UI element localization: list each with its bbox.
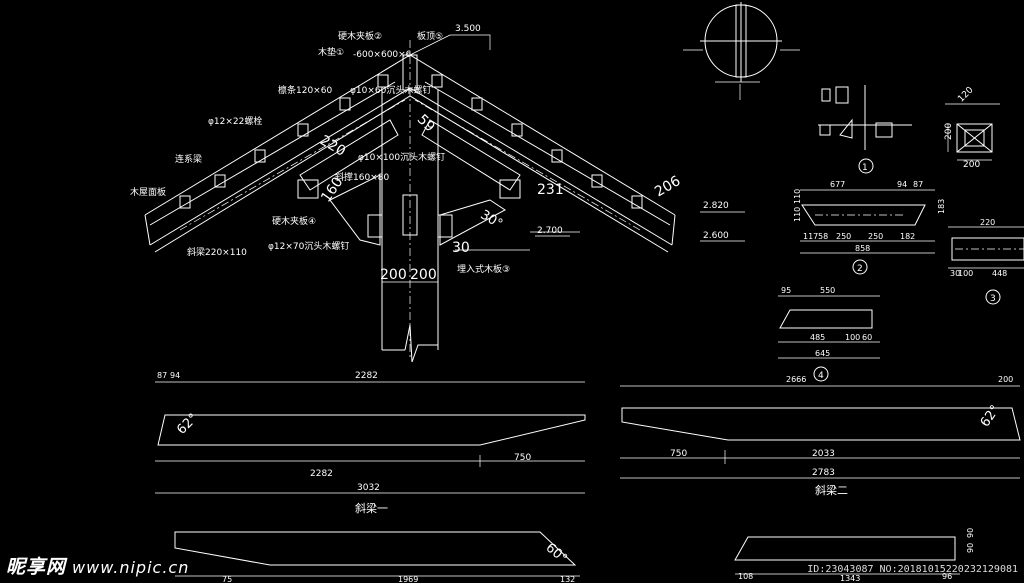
b1-d3032: 3032 bbox=[357, 483, 380, 493]
beam-2: 2666 200 62° 750 2033 2783 斜梁二 bbox=[620, 375, 1021, 497]
p2-d183: 183 bbox=[937, 199, 946, 214]
elev-2820: 2.820 bbox=[703, 201, 729, 211]
label-roof-board: 木屋面板 bbox=[130, 186, 166, 198]
elev-2600: 2.600 bbox=[703, 231, 729, 241]
b2-title: 斜梁二 bbox=[815, 483, 848, 497]
elev-2700: 2.700 bbox=[537, 226, 563, 236]
b2-d2033: 2033 bbox=[812, 449, 835, 459]
b2-d2666: 2666 bbox=[786, 375, 806, 384]
p2-d94: 94 bbox=[897, 180, 907, 189]
b1-title: 斜梁一 bbox=[355, 501, 388, 515]
beam-3: 60° 75 1969 132 bbox=[174, 531, 580, 583]
b3-d75: 75 bbox=[222, 575, 232, 583]
label-embed-plate: 埋入式木板③ bbox=[457, 263, 510, 275]
p3-number: 3 bbox=[990, 294, 996, 304]
dim-59: 59 bbox=[414, 112, 438, 136]
label-rafter: 斜梁220×110 bbox=[187, 246, 247, 258]
roof-labels: 硬木夹板② 板顶⑤ 3.500 木垫① -600×600×6 檩条120×60 … bbox=[130, 24, 729, 283]
p4-number: 4 bbox=[818, 371, 824, 381]
image-id-text: ID:23043087 NO:20181015220232129081 bbox=[807, 564, 1018, 575]
b4-d96: 96 bbox=[942, 572, 952, 581]
watermark-brand: 昵享网 bbox=[6, 556, 67, 578]
p2-d250a: 250 bbox=[836, 232, 851, 241]
p4-d645: 645 bbox=[815, 349, 830, 358]
label-ridge-plank-5: 板顶⑤ bbox=[417, 30, 443, 42]
watermark-logo: 昵享网 www.nipic.cn bbox=[6, 552, 189, 579]
p4-d485: 485 bbox=[810, 333, 825, 342]
p2-d110a: 110 bbox=[793, 207, 802, 222]
b4-d108: 108 bbox=[738, 572, 753, 581]
b3-d132: 132 bbox=[560, 575, 575, 583]
purlins-right bbox=[431, 74, 643, 209]
dim-231: 231 bbox=[537, 182, 564, 198]
p4-d550: 550 bbox=[820, 286, 835, 295]
part-2: 677 94 87 110 110 183 117 58 250 250 182… bbox=[793, 180, 946, 275]
b1-d2282: 2282 bbox=[355, 371, 378, 381]
b3-d1969: 1969 bbox=[398, 575, 418, 583]
detail-1: 1 bbox=[818, 85, 912, 174]
square-dim-200-v: 200 bbox=[944, 123, 954, 140]
dim-30: 30 bbox=[452, 240, 470, 256]
label-purlin: 檩条120×60 bbox=[278, 84, 332, 96]
b2-d2783: 2783 bbox=[812, 468, 835, 478]
watermark-url: www.nipic.cn bbox=[72, 558, 190, 577]
square-dim-200-h: 200 bbox=[963, 160, 980, 170]
beam-4: 108 1343 96 90 90 bbox=[734, 528, 975, 583]
p2-d182: 182 bbox=[900, 232, 915, 241]
p3-d220: 220 bbox=[980, 218, 995, 227]
b1-d94: 94 bbox=[170, 371, 180, 380]
b4-d90b: 90 bbox=[966, 543, 975, 553]
p2-d250b: 250 bbox=[868, 232, 883, 241]
b4-d1343: 1343 bbox=[840, 574, 860, 583]
p2-d58: 58 bbox=[818, 232, 828, 241]
dim-200-right: 200 bbox=[410, 267, 437, 283]
p2-number: 2 bbox=[857, 264, 863, 274]
p2-d677: 677 bbox=[830, 180, 845, 189]
part-4: 95 550 485 100 60 645 4 bbox=[778, 286, 880, 382]
label-nail-60: φ10×60沉头木螺钉 bbox=[350, 84, 431, 96]
label-bolt-22: φ12×22螺栓 bbox=[208, 115, 262, 127]
p3-d448: 448 bbox=[992, 269, 1007, 278]
p4-d100: 100 bbox=[845, 333, 860, 342]
b3-angle: 60° bbox=[543, 540, 570, 566]
beam-1: 87 94 2282 62° 2282 750 3032 斜梁一 bbox=[155, 371, 586, 515]
label-brace: 斜撑160×80 bbox=[335, 171, 389, 183]
label-tie-beam: 连系梁 bbox=[175, 153, 202, 165]
p3-d100: 100 bbox=[958, 269, 973, 278]
roof-truss bbox=[144, 34, 745, 363]
b1-d750: 750 bbox=[514, 453, 531, 463]
square-detail: 120 200 200 bbox=[944, 85, 1000, 170]
label-nail-70: φ12×70沉头木螺钉 bbox=[268, 240, 349, 252]
b2-d750: 750 bbox=[670, 449, 687, 459]
label-elev-top: 3.500 bbox=[455, 24, 481, 34]
p4-d60: 60 bbox=[862, 333, 872, 342]
p2-d87: 87 bbox=[913, 180, 923, 189]
dim-200-left: 200 bbox=[380, 267, 407, 283]
label-tie-plate-2: 硬木夹板② bbox=[338, 30, 382, 42]
p2-d858: 858 bbox=[855, 244, 870, 253]
b2-d200: 200 bbox=[998, 375, 1013, 384]
b1-d2282b: 2282 bbox=[310, 469, 333, 479]
label-wood-block-1: 木垫① bbox=[318, 46, 344, 58]
p3-d30: 30 bbox=[950, 269, 960, 278]
detail-1-number: 1 bbox=[862, 163, 868, 173]
square-dim-120: 120 bbox=[956, 85, 975, 104]
p2-d117: 117 bbox=[803, 232, 818, 241]
label-nail-100: φ10×100沉头木螺钉 bbox=[358, 151, 445, 163]
label-tie-plate-4: 硬木夹板④ bbox=[272, 215, 316, 227]
b2-angle: 62° bbox=[978, 403, 1004, 430]
angle-30: 30° bbox=[478, 208, 505, 233]
p2-d110b: 110 bbox=[793, 189, 802, 204]
circle-detail bbox=[683, 2, 800, 100]
p4-d95: 95 bbox=[781, 286, 791, 295]
b4-d90a: 90 bbox=[966, 528, 975, 538]
b1-d87: 87 bbox=[157, 371, 167, 380]
dim-206: 206 bbox=[652, 173, 683, 200]
part-3: 220 448 30 100 3 bbox=[948, 218, 1024, 305]
label-block-size: -600×600×6 bbox=[353, 50, 412, 60]
